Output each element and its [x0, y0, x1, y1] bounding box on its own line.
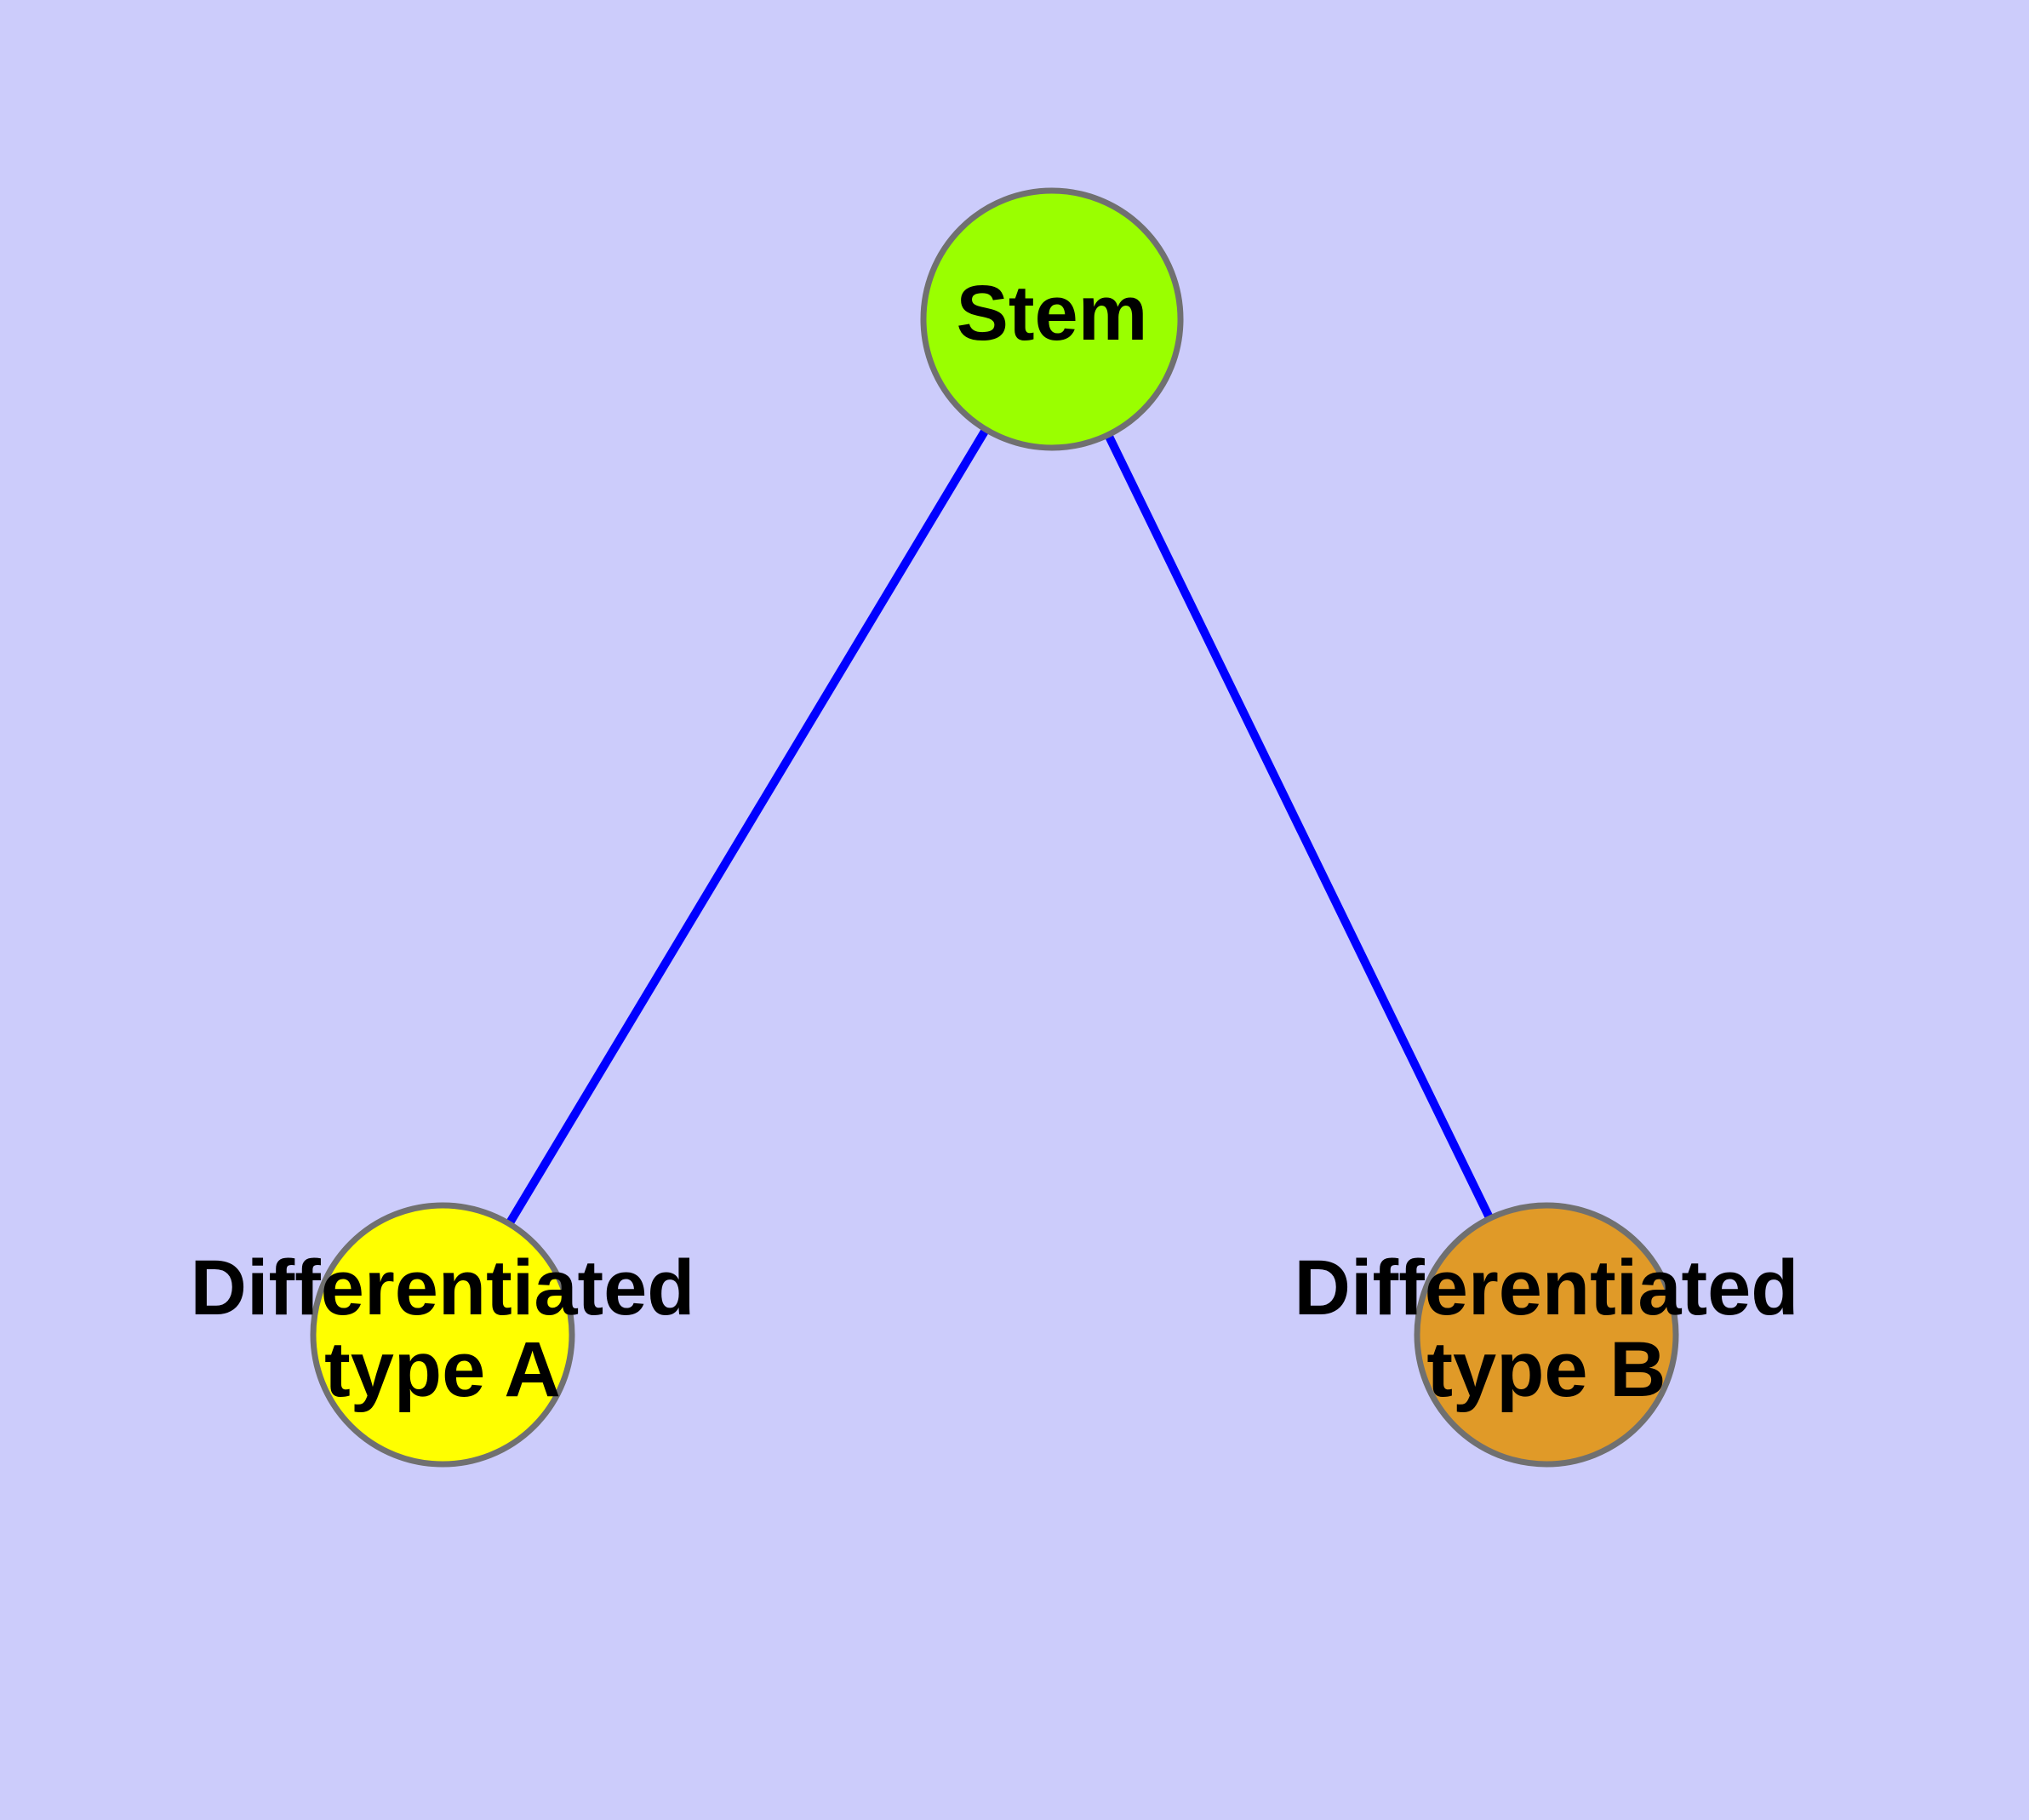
- node-stem-circle[interactable]: [920, 187, 1184, 451]
- node-differentiated-type-a-circle[interactable]: [310, 1202, 575, 1468]
- edge-stem-to-differentiated-b[interactable]: [1048, 317, 1551, 1337]
- edge-stem-to-differentiated-a[interactable]: [438, 317, 1056, 1337]
- node-differentiated-type-b-circle[interactable]: [1414, 1202, 1679, 1468]
- node-stem-label: Stem: [957, 270, 1148, 357]
- node-stem[interactable]: Stem: [920, 187, 1184, 451]
- edge-layer: [438, 317, 1551, 1337]
